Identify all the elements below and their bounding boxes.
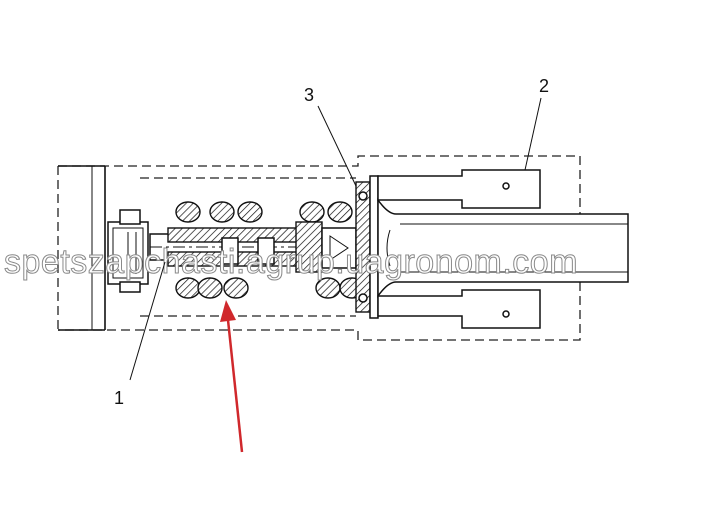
- watermark-text: spetszapchasti.agrup.uagronom.com: [4, 243, 578, 281]
- piston-collar: [167, 221, 357, 273]
- leader-lines: [129, 97, 542, 381]
- callout-2: 2: [539, 76, 549, 96]
- mounting-plate: [355, 175, 379, 319]
- pointer-arrow: [220, 300, 244, 453]
- yoke: [377, 169, 629, 329]
- end-fitting: [107, 209, 149, 293]
- callout-3: 3: [304, 85, 314, 105]
- callout-1: 1: [114, 388, 124, 408]
